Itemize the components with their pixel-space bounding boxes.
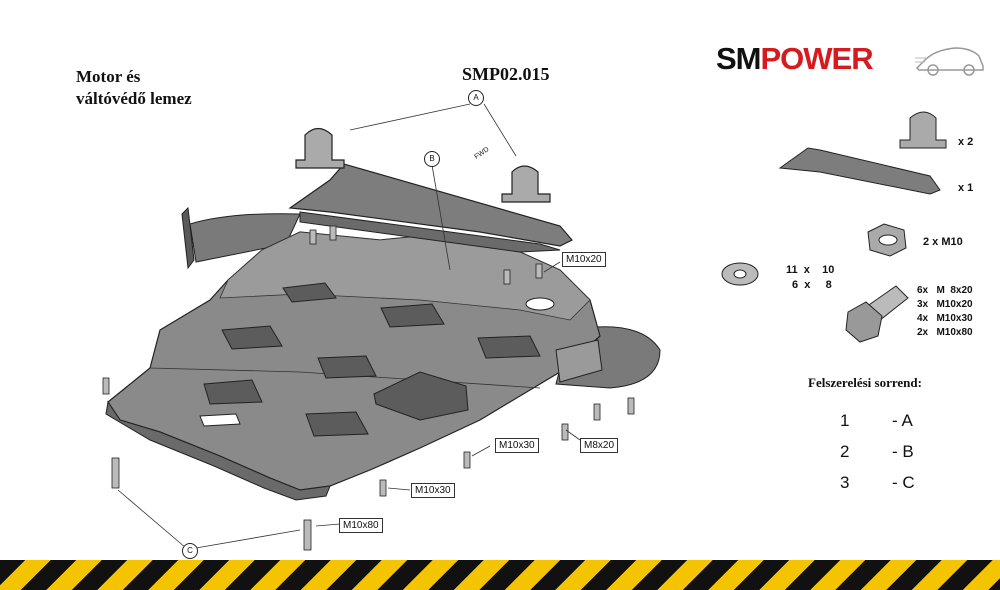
seq-num-3: 3 <box>840 473 850 492</box>
tag-m10x30-left: M10x30 <box>411 483 455 498</box>
callout-b: B <box>424 151 440 167</box>
nut-label: 2 x M10 <box>923 236 963 248</box>
title: Motor és váltóvédő lemez <box>76 66 192 110</box>
callout-c: C <box>182 543 198 559</box>
tag-m10x20: M10x20 <box>562 252 606 267</box>
product-code: SMP02.015 <box>462 64 550 84</box>
tag-m10x80: M10x80 <box>339 518 383 533</box>
washer-line1: 11 x 10 <box>786 264 835 276</box>
title-line1: Motor és <box>76 67 141 86</box>
plate-qty: x 1 <box>958 182 974 194</box>
brand-logo-sm: SM <box>716 41 761 76</box>
seq-num-2: 2 <box>840 442 850 461</box>
seq-num-1: 1 <box>840 411 850 430</box>
bolts-list: 6x M 8x20 3x M10x20 4x M10x30 2x M10x80 <box>917 285 973 338</box>
washer-line2: 6 x 8 <box>792 279 832 291</box>
sequence-heading: Felszerelési sorrend: <box>808 375 922 390</box>
tag-m10x30-right: M10x30 <box>495 438 539 453</box>
hazard-stripe <box>0 560 1000 590</box>
brand-logo: SMPOWER <box>716 41 874 77</box>
skid-plate-diagram <box>102 103 947 551</box>
callout-a: A <box>468 90 484 106</box>
tag-m8x20: M8x20 <box>580 438 619 453</box>
brand-logo-power: POWER <box>760 41 874 76</box>
car-logo-icon <box>915 47 984 76</box>
title-line2: váltóvédő lemez <box>76 89 192 108</box>
seq-step-1: - A <box>892 411 913 430</box>
bracket-qty: x 2 <box>958 136 974 148</box>
seq-step-2: - B <box>892 442 914 461</box>
seq-step-3: - C <box>892 473 915 492</box>
